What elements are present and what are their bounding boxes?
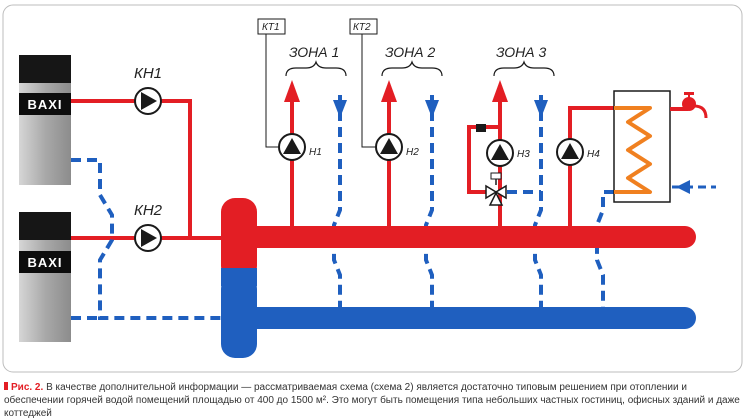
- figure-caption: Рис. 2. В качестве дополнительной информ…: [4, 381, 742, 420]
- pump-h2-label: Н2: [406, 147, 419, 158]
- return-header: [257, 307, 696, 329]
- thermostat-kt2-label: КТ2: [353, 22, 371, 33]
- heating-scheme-diagram: BAXI BAXI: [2, 4, 743, 373]
- mixing-valve: [485, 172, 507, 206]
- zone-3-label: ЗОНА 3: [496, 44, 547, 60]
- zone-braces: [285, 60, 555, 77]
- caption-marker: [4, 382, 8, 390]
- pump-h4-label: Н4: [587, 149, 600, 160]
- pump-h2: [375, 133, 403, 161]
- boiler-2-brand: BAXI: [27, 255, 62, 270]
- pump-kn1-label: КН1: [134, 65, 162, 82]
- zone-2-label: ЗОНА 2: [385, 44, 436, 60]
- zone-return-arrows: [333, 100, 548, 118]
- supply-header: [257, 226, 696, 248]
- pump-kn2-label: КН2: [134, 202, 163, 219]
- pump-h3: [486, 139, 514, 167]
- pump-kn1: [134, 87, 162, 115]
- diagram-frame: [2, 4, 743, 373]
- hot-water-tap: [682, 92, 708, 119]
- pump-h1-label: Н1: [309, 147, 322, 158]
- pump-h1: [278, 133, 306, 161]
- caption-figure-label: Рис. 2.: [11, 382, 44, 393]
- boiler-2: BAXI: [19, 212, 71, 342]
- water-heater: [613, 90, 688, 203]
- cold-water-inlet: [672, 180, 716, 194]
- hydraulic-separator: [221, 198, 257, 358]
- pump-h4: [556, 138, 584, 166]
- pump-h3-label: Н3: [517, 149, 530, 160]
- thermostat-kt1-label: КТ1: [262, 22, 280, 33]
- pump-kn2: [134, 224, 162, 252]
- valve-actuator: [476, 124, 486, 132]
- thermostat-kt2: [349, 18, 378, 148]
- caption-text: В качестве дополнительной информации — р…: [4, 382, 740, 419]
- boiler-1: BAXI: [19, 55, 71, 185]
- boiler-1-brand: BAXI: [27, 97, 62, 112]
- supply-pipes: [71, 99, 614, 240]
- zone-1-label: ЗОНА 1: [289, 44, 339, 60]
- thermostat-kt1: [257, 18, 286, 148]
- zone-supply-arrows: [284, 80, 508, 102]
